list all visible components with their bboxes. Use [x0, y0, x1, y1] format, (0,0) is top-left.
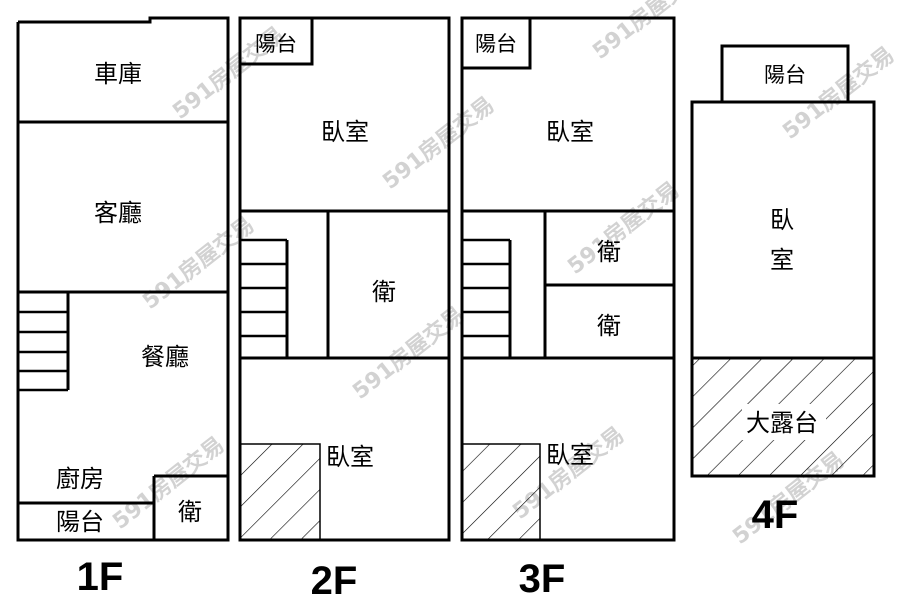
- watermark: 591房屋交易: [348, 302, 470, 405]
- floor-label-1f: 1F: [77, 555, 124, 599]
- room-label-bedroom: 臥室: [546, 441, 594, 469]
- watermark: 591房屋交易: [778, 42, 900, 145]
- floor-1f-outline: [16, 16, 230, 542]
- room-label-garage: 車庫: [94, 60, 142, 88]
- room-label-bedroom-line1: 臥: [770, 206, 794, 234]
- watermark: 591房屋交易: [563, 177, 685, 280]
- floor-label-2f: 2F: [311, 559, 358, 603]
- floor-4f-plan: [690, 44, 876, 478]
- room-label-bedroom: 臥室: [546, 118, 594, 146]
- room-label-kitchen: 廚房: [56, 465, 104, 493]
- floor-3f-outline: [460, 16, 676, 542]
- room-label-living-room: 客廳: [94, 199, 142, 227]
- room-label-bedroom: 臥室: [321, 118, 369, 146]
- terrace-label-backdrop: [742, 404, 826, 440]
- staircase: [462, 238, 510, 338]
- room-label-bedroom: 臥室: [326, 443, 374, 471]
- watermark: 591房屋交易: [378, 92, 500, 195]
- room-label-bathroom: 衛: [597, 238, 621, 266]
- room-label-balcony: 陽台: [764, 63, 806, 87]
- room-label-bathroom: 衛: [597, 312, 621, 340]
- room-label-dining-room: 餐廳: [141, 343, 189, 371]
- hatched-area-border: [240, 443, 321, 540]
- staircase: [18, 310, 68, 392]
- floor-3f-plan: [460, 16, 676, 542]
- hatched-area-border: [462, 443, 541, 540]
- room-label-bathroom: 衛: [178, 498, 202, 526]
- hatched-area: [240, 444, 320, 540]
- room-label-balcony: 陽台: [255, 32, 297, 56]
- floor-2f-outline: [238, 16, 451, 542]
- wall: [240, 18, 314, 66]
- watermark: 591房屋交易: [108, 432, 230, 535]
- wall: [462, 18, 532, 70]
- room-label-balcony: 陽台: [475, 32, 517, 56]
- floor-4f-outline: [690, 100, 876, 478]
- room-label-balcony: 陽台: [56, 508, 104, 536]
- floor-label-4f: 4F: [752, 493, 799, 537]
- staircase: [240, 238, 287, 338]
- hatched-area: [462, 444, 540, 540]
- floor-label-3f: 3F: [519, 557, 566, 601]
- floor-1f-plan: [16, 16, 230, 542]
- room-label-bedroom-line2: 室: [770, 246, 794, 274]
- room-label-bathroom: 衛: [372, 278, 396, 306]
- room-label-terrace: 大露台: [746, 409, 818, 437]
- watermark: 591房屋交易: [588, 0, 710, 65]
- floor-2f-plan: [238, 16, 451, 542]
